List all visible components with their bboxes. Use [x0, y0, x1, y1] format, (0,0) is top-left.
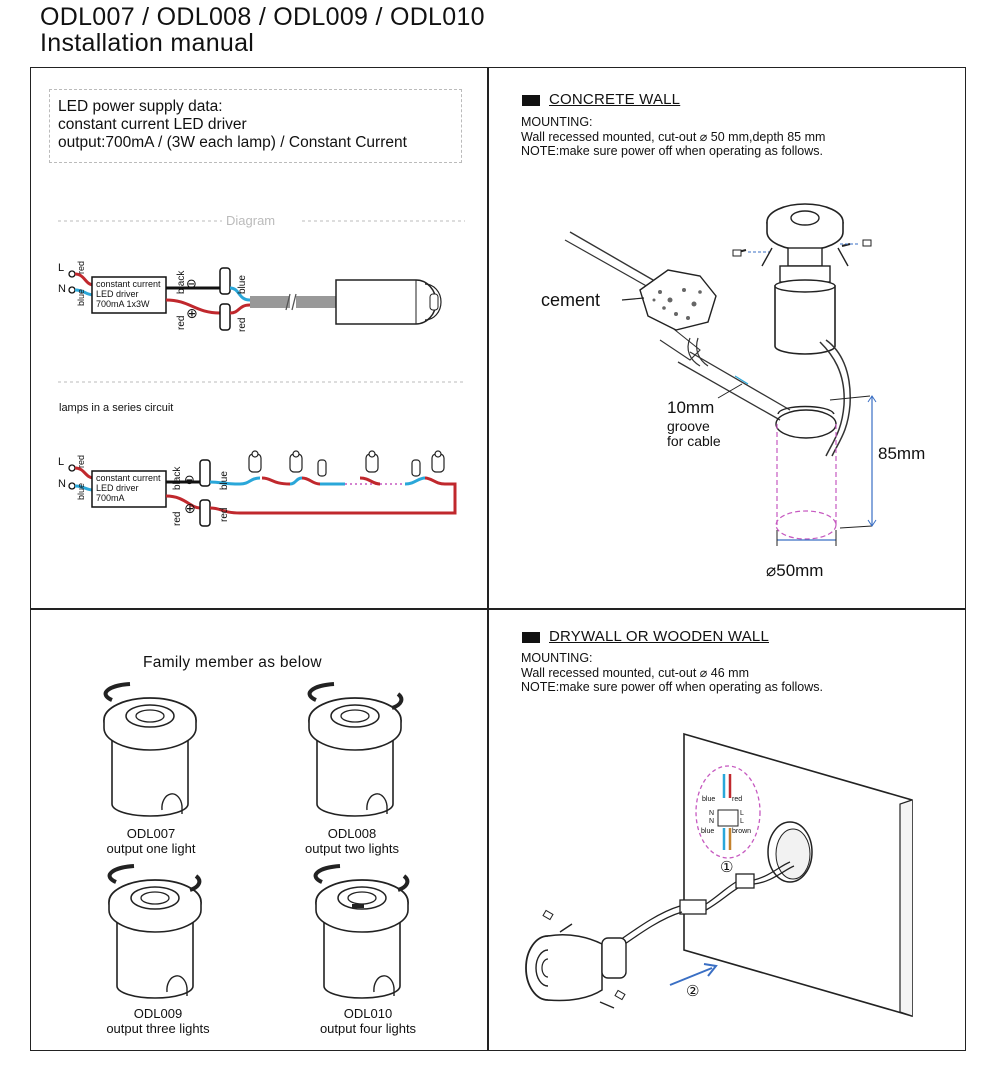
cement-blob [639, 269, 717, 331]
driver-line-1: constant current [96, 279, 161, 289]
detail-n-label-2: N [709, 818, 715, 825]
terminal-block [735, 873, 755, 889]
detail-blue-label-2: blue [701, 828, 715, 835]
family-desc: output four lights [319, 1021, 417, 1036]
family-model: ODL007 [126, 826, 176, 841]
drywall-note: NOTE:make sure power off when operating … [521, 680, 823, 694]
series-l-label: L [58, 456, 65, 468]
step-1-icon: ① [720, 859, 734, 876]
page-header: ODL007 / ODL008 / ODL009 / ODL010 Instal… [40, 4, 485, 56]
driver-line-2: LED driver [96, 289, 139, 299]
power-supply-box: LED power supply data: constant current … [49, 89, 462, 163]
family-lamp-odl007 [103, 682, 197, 817]
family-item-odl010: ODL010 output four lights [300, 1006, 436, 1036]
family-desc: output one light [106, 841, 196, 856]
family-lamp-odl008 [307, 682, 404, 817]
family-title: Family member as below [143, 654, 322, 671]
diagram-label: Diagram [226, 213, 276, 228]
plus-symbol: ⊕ [186, 305, 198, 321]
power-supply-output: output:700mA / (3W each lamp) / Constant… [58, 134, 407, 151]
series-driver-line-2: LED driver [96, 483, 139, 493]
groove-label: groove [667, 418, 710, 434]
model-list: ODL007 / ODL008 / ODL009 / ODL010 [40, 3, 485, 31]
detail-l-label: L [740, 810, 744, 817]
power-supply-driver: constant current LED driver [58, 116, 247, 133]
family-model: ODL009 [133, 1006, 183, 1021]
led-driver-box [91, 276, 167, 314]
concrete-note: NOTE:make sure power off when operating … [521, 144, 823, 158]
concrete-title: CONCRETE WALL [549, 91, 681, 108]
manual-title: Installation manual [40, 29, 255, 57]
family-desc: output two lights [305, 841, 399, 856]
concrete-cutout: Wall recessed mounted, cut-out ⌀ 50 mm,d… [521, 130, 826, 144]
series-driver-line-3: 700mA [96, 493, 125, 503]
groove-width-label: 10mm [667, 398, 715, 417]
led-driver [679, 899, 707, 915]
l-label: L [58, 262, 65, 274]
cement-label: cement [541, 290, 601, 310]
drywall-title: DRYWALL OR WOODEN WALL [549, 628, 769, 645]
connector-bottom [219, 303, 231, 331]
family-lamp-odl009 [107, 864, 202, 999]
series-n-label: N [58, 478, 66, 490]
family-item-odl009: ODL009 output three lights [88, 1006, 228, 1036]
depth-label: 85mm [878, 444, 926, 463]
n-label: N [58, 283, 66, 295]
drywall-mounting: MOUNTING: [521, 651, 593, 665]
connector-top [219, 267, 231, 295]
family-item-odl008: ODL008 output two lights [288, 826, 416, 856]
diameter-label: ⌀50mm [766, 561, 824, 580]
detail-brown-label: brown [732, 828, 752, 835]
series-lamp-diagram [68, 450, 457, 527]
vertical-divider [487, 67, 489, 1051]
family-lamp-odl010 [313, 864, 410, 999]
groove-cable-label: for cable [667, 433, 721, 449]
series-driver-box [91, 470, 167, 508]
detail-l-label-2: L [740, 818, 744, 825]
family-model: ODL008 [327, 826, 377, 841]
drywall-bullet-icon [522, 632, 540, 643]
minus-symbol: ⊖ [186, 276, 197, 291]
red-wire [165, 298, 221, 315]
series-label: lamps in a series circuit [59, 402, 174, 414]
family-model: ODL010 [343, 1006, 393, 1021]
family-item-odl007: ODL007 output one light [88, 826, 214, 856]
drywall-cutout: Wall recessed mounted, cut-out ⌀ 46 mm [521, 666, 749, 680]
power-supply-heading: LED power supply data: [58, 98, 223, 115]
series-driver-label: constant current LED driver 700mA [96, 473, 161, 503]
detail-red-label: red [732, 796, 743, 803]
family-desc: output three lights [106, 1021, 210, 1036]
step-2-icon: ② [686, 983, 700, 1000]
series-minus-symbol: ⊖ [184, 472, 195, 487]
detail-blue-label: blue [702, 796, 716, 803]
series-driver-line-1: constant current [96, 473, 161, 483]
series-plus-symbol: ⊕ [184, 500, 196, 516]
concrete-bullet-icon [522, 95, 540, 106]
detail-n-label: N [709, 810, 715, 817]
horizontal-divider [30, 608, 966, 610]
concrete-mounting: MOUNTING: [521, 115, 593, 129]
cable-sheath [250, 296, 290, 308]
single-lamp-diagram [68, 267, 442, 331]
content-frame [30, 67, 966, 1051]
driver-label: constant current LED driver 700mA 1x3W [96, 279, 161, 309]
driver-line-3: 700mA 1x3W [96, 299, 150, 309]
